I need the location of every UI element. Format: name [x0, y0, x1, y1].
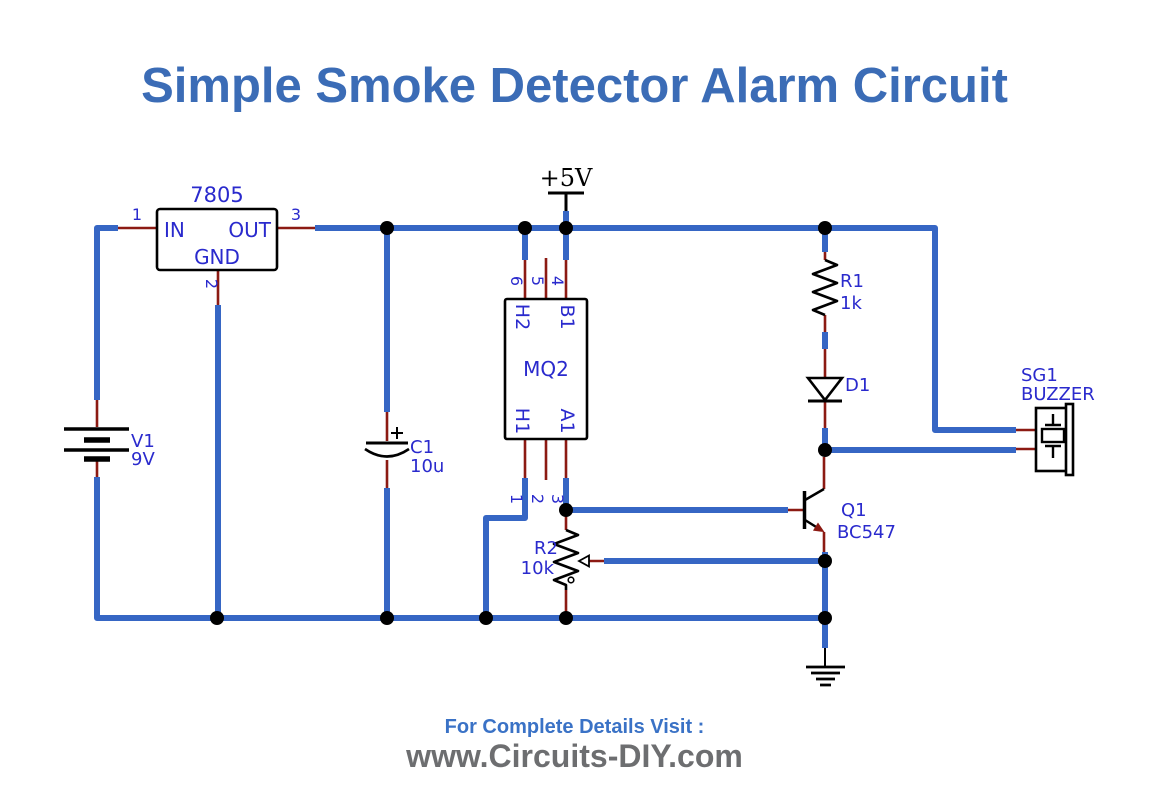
regulator-7805: 7805 IN OUT GND 1 3 2 [132, 183, 301, 289]
regulator-pin2-number: 2 [202, 279, 221, 289]
diode-ref-label: D1 [845, 375, 870, 396]
transistor-value-label: BC547 [837, 522, 896, 543]
battery-long-plates [64, 427, 129, 452]
potentiometer-wiper-arrow [577, 553, 590, 569]
sensor-pin6-number: 6 [507, 276, 526, 286]
regulator-in-label: IN [164, 218, 185, 242]
junction-dot [380, 221, 394, 235]
capacitor-ref-label: C1 [410, 437, 434, 458]
sensor-box [503, 297, 589, 441]
sensor-pin-a1-label: A1 [556, 408, 578, 433]
sensor-pin5-number: 5 [528, 276, 547, 286]
mq2-pin-stubs [523, 258, 568, 480]
battery-value-label: 9V [131, 449, 155, 470]
junction-dot [210, 611, 224, 625]
footer-site-text: www.Circuits-DIY.com [406, 738, 743, 774]
sensor-pin-b1-label: B1 [556, 304, 578, 329]
potentiometer-ref-label: R2 [534, 538, 558, 559]
pin-stubs [95, 226, 1036, 618]
sensor-pin3-number: 3 [548, 494, 567, 504]
junction-dot [380, 611, 394, 625]
regulator-pin1-number: 1 [132, 205, 142, 224]
transistor-pin-stubs [788, 457, 826, 552]
capacitor-plus-sign [391, 427, 403, 439]
regulator-part-label: 7805 [190, 183, 243, 207]
resistor-r1-zigzag [811, 258, 839, 317]
sensor-pin1-number: 1 [507, 494, 526, 504]
potentiometer-r2-icon: R2 10k [521, 528, 590, 590]
potentiometer-value-label: 10k [521, 558, 555, 579]
ground-icon [806, 648, 845, 687]
junction-dot [559, 611, 573, 625]
junction-dots [210, 221, 832, 625]
power-rail-bar [548, 191, 584, 211]
buzzer-side-plate [1064, 402, 1075, 477]
buzzer-value-label: BUZZER [1021, 384, 1095, 405]
potentiometer-end-circle [567, 576, 575, 584]
wire-mq2-pin1-to-rail [483, 478, 528, 618]
buzzer-sg1-icon: SG1 BUZZER [1021, 365, 1095, 477]
junction-dot [818, 221, 832, 235]
regulator-out-label: OUT [228, 218, 271, 242]
junction-dot [818, 443, 832, 457]
page-title: Simple Smoke Detector Alarm Circuit [141, 59, 1008, 113]
potentiometer-zigzag [552, 528, 580, 590]
battery-icon: V1 9V [64, 427, 155, 470]
junction-dot [818, 611, 832, 625]
regulator-pin3-number: 3 [291, 205, 301, 224]
diode-triangle [805, 376, 845, 403]
ground-bars [806, 665, 845, 687]
buzzer-ref-label: SG1 [1021, 365, 1058, 386]
sensor-pin2-number: 2 [528, 494, 547, 504]
junction-dot [559, 221, 573, 235]
battery-short-plates [84, 437, 110, 462]
buzzer-pin-stubs [1016, 428, 1036, 451]
buzzer-crystal-top [1045, 414, 1061, 427]
buzzer-crystal-bottom [1045, 444, 1061, 458]
sensor-pin-h2-label: H2 [511, 304, 533, 330]
transistor-ref-label: Q1 [841, 500, 867, 521]
power-rail-label: +5V [540, 164, 593, 192]
sensor-mq2: MQ2 H2 B1 H1 A1 6 5 4 1 2 3 [503, 276, 589, 504]
capacitor-value-label: 10u [410, 456, 444, 477]
sensor-pin-h1-label: H1 [511, 408, 533, 434]
wire-top-rail-to-buzzer [315, 225, 1016, 433]
junction-dot [479, 611, 493, 625]
sensor-part-label: MQ2 [523, 357, 569, 381]
resistor-r1-ref-label: R1 [840, 271, 864, 292]
regulator-box [155, 207, 279, 272]
resistor-r1-value-label: 1k [840, 293, 862, 314]
wires [94, 211, 1016, 648]
transistor-collector-line [804, 487, 825, 502]
regulator-gnd-label: GND [194, 245, 240, 269]
sensor-pin4-number: 4 [548, 276, 567, 286]
wire-bottom-rail [94, 477, 825, 621]
regulator-pin-stubs [118, 226, 315, 305]
junction-dot [518, 221, 532, 235]
resistor-r1-icon: R1 1k [811, 258, 864, 317]
buzzer-crystal-rect [1040, 427, 1066, 444]
battery-ref-label: V1 [131, 431, 155, 452]
junction-dot [559, 503, 573, 517]
diode-d1-icon: D1 [805, 375, 870, 403]
wire-battery-top [94, 225, 118, 400]
power-rail-icon: +5V [540, 164, 593, 211]
transistor-q1-icon: Q1 BC547 [802, 487, 896, 543]
capacitor-curved-plate [364, 447, 410, 458]
transistor-emitter-arrow [812, 522, 825, 533]
footer-visit-text: For Complete Details Visit : [444, 716, 705, 738]
junction-dot [818, 554, 832, 568]
capacitor-icon: C1 10u [364, 427, 444, 477]
